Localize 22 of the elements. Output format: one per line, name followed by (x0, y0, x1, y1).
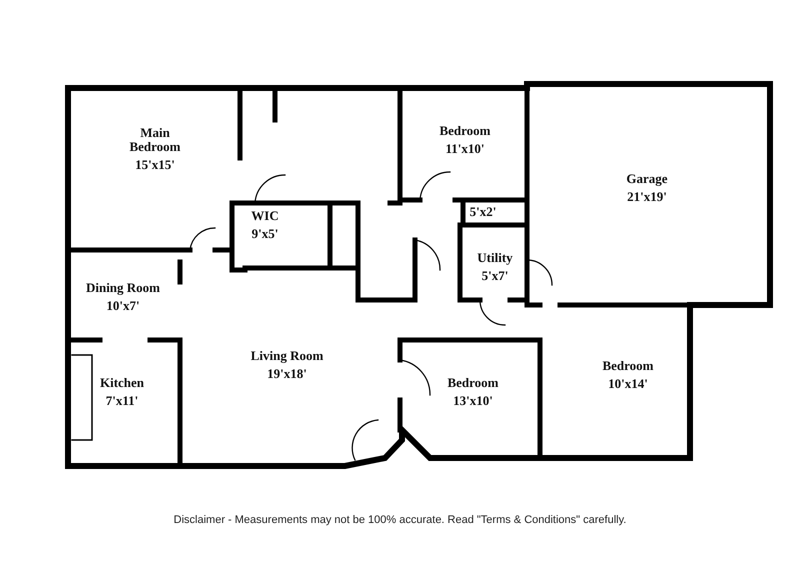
disclaimer-text: Disclaimer - Measurements may not be 100% accurate. Read "Terms & Conditions" carefully. (174, 514, 626, 526)
room-dimensions: 7'x11' (106, 394, 138, 408)
room-name: Utility (477, 251, 513, 265)
room-dimensions: 21'x19' (627, 190, 667, 204)
room-name: Garage (626, 172, 668, 186)
room-name: Kitchen (100, 376, 144, 390)
room-name: Living Room (250, 349, 324, 363)
room-name: Bedroom (602, 359, 654, 373)
room-dimensions: 10'x7' (106, 299, 140, 313)
room-dimensions: 10'x14' (608, 377, 648, 391)
room-dimensions: 5'x7' (482, 269, 508, 283)
room-dimensions: 19'x18' (267, 367, 307, 381)
room-dimensions: 11'x10' (445, 142, 484, 156)
room-name: Bedroom (447, 376, 499, 390)
room-name: Bedroom (439, 124, 491, 138)
room-name: Main Bedroom (128, 126, 182, 154)
room-name: WIC (251, 209, 279, 223)
room-dimensions: 9'x5' (252, 227, 278, 241)
room-dimensions: 5'x2' (470, 205, 496, 219)
room-name: Dining Room (86, 281, 160, 295)
room-dimensions: 15'x15' (135, 158, 175, 172)
room-dimensions: 13'x10' (453, 394, 493, 408)
